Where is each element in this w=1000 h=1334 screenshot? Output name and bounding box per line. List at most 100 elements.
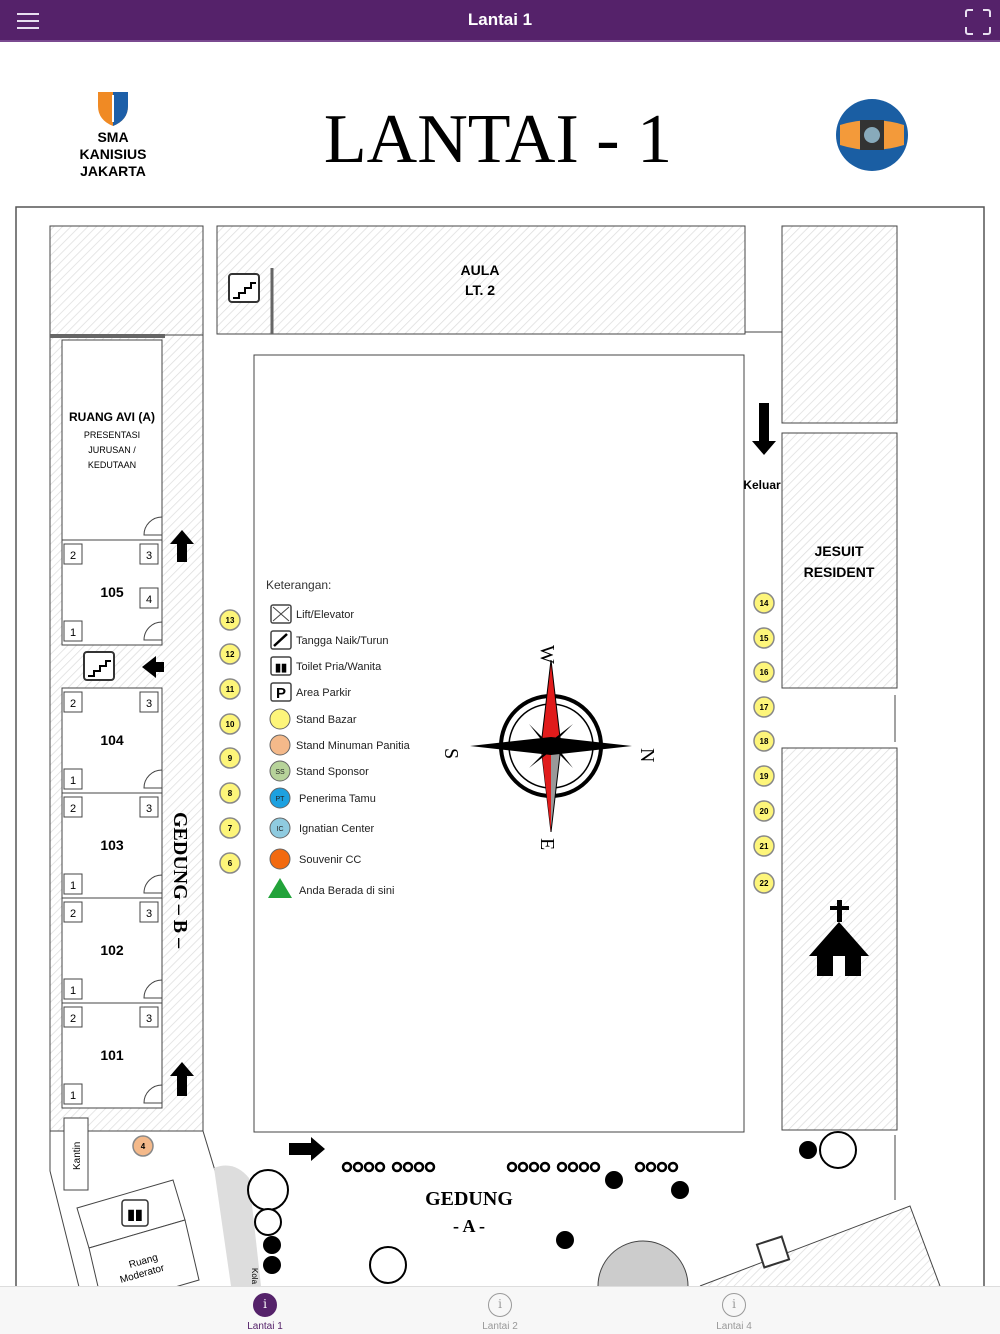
elevator-icon: [755, 1235, 791, 1269]
info-icon: i: [253, 1293, 277, 1317]
compass-rose: W N E S: [440, 645, 658, 850]
room-label: JESUIT: [814, 543, 863, 559]
toilet-icon: ▮▮: [121, 1199, 149, 1227]
legend-badge: SS: [275, 769, 285, 776]
stand-marker[interactable]: 10: [219, 713, 241, 735]
stand-marker[interactable]: 15: [753, 627, 775, 649]
door-number: 3: [146, 908, 152, 920]
room-number: 105: [100, 584, 124, 600]
stand-marker[interactable]: 18: [753, 730, 775, 752]
stairs-icon: [83, 651, 115, 681]
legend-item: Stand Bazar: [269, 708, 357, 730]
room-number: 104: [100, 732, 124, 748]
stand-number: 7: [228, 824, 233, 833]
legend-label: Stand Minuman Panitia: [296, 740, 411, 752]
arrow-left-icon: [142, 656, 164, 678]
parking-icon: P: [270, 682, 292, 702]
room-avi[interactable]: RUANG AVI (A) PRESENTASI JURUSAN / KEDUT…: [61, 339, 163, 541]
legend-item: Stand Minuman Panitia: [269, 734, 411, 756]
room-sublabel: PRESENTASI: [84, 430, 140, 440]
legend-swatch: [269, 817, 291, 839]
tab-label: Lantai 2: [482, 1321, 518, 1332]
stand-marker[interactable]: 4: [132, 1135, 154, 1157]
room-jesuit-resident[interactable]: JESUIT RESIDENT: [781, 432, 898, 689]
room-label: RUANG AVI (A): [69, 410, 155, 424]
stand-marker[interactable]: 14: [753, 592, 775, 614]
legend-item: ▮▮Toilet Pria/Wanita: [270, 656, 382, 676]
stand-marker[interactable]: 9: [219, 747, 241, 769]
stand-marker[interactable]: 19: [753, 765, 775, 787]
room-sublabel: JURUSAN /: [88, 445, 136, 455]
legend-item: Lift/Elevator: [270, 604, 354, 624]
stand-marker[interactable]: 20: [753, 800, 775, 822]
school-logo: SMA KANISIUS JAKARTA: [80, 92, 146, 179]
info-icon: i: [722, 1293, 746, 1317]
stand-number: 4: [141, 1142, 146, 1151]
door-number: 1: [70, 1090, 76, 1102]
legend-title: Keterangan:: [266, 578, 331, 592]
logo-text: SMA: [97, 129, 128, 145]
stand-marker[interactable]: 17: [753, 696, 775, 718]
legend-label: Stand Sponsor: [296, 766, 369, 778]
room-moderator[interactable]: Ruang Moderator: [76, 1179, 200, 1286]
fullscreen-icon[interactable]: [965, 9, 991, 35]
door-number: 2: [70, 803, 76, 815]
stand-marker[interactable]: 13: [219, 609, 241, 631]
stand-marker[interactable]: 6: [219, 852, 241, 874]
room-label: Kantin: [72, 1142, 83, 1170]
tab-label: Lantai 1: [247, 1321, 283, 1332]
triangle-marker-icon: [268, 878, 292, 898]
app-bar: Lantai 1: [0, 0, 1000, 42]
svg-text:▮▮: ▮▮: [127, 1206, 142, 1222]
legend-swatch: [269, 848, 291, 870]
legend-label: Stand Bazar: [296, 714, 357, 726]
compass-w: W: [536, 645, 558, 664]
room-aula[interactable]: AULA LT. 2: [216, 225, 746, 335]
arrow-up-icon: [170, 1062, 194, 1096]
gedung-b-label: GEDUNG – B –: [169, 812, 191, 949]
compass-s: S: [440, 748, 462, 759]
legend-badge: IC: [277, 826, 284, 833]
door-number: 1: [70, 775, 76, 787]
stand-number: 10: [226, 720, 235, 729]
stand-marker[interactable]: 11: [219, 678, 241, 700]
room-kantin[interactable]: Kantin: [63, 1117, 89, 1191]
arrow-right-icon: [289, 1137, 325, 1161]
stand-number: 8: [228, 789, 233, 798]
room-number: 101: [100, 1047, 124, 1063]
stand-number: 17: [760, 703, 769, 712]
stand-number: 21: [760, 842, 769, 851]
door-number: 3: [146, 1013, 152, 1025]
legend-label: Tangga Naik/Turun: [296, 635, 389, 647]
logo-text: JAKARTA: [80, 163, 146, 179]
stand-number: 6: [228, 859, 233, 868]
stand-marker[interactable]: 16: [753, 661, 775, 683]
stand-marker[interactable]: 8: [219, 782, 241, 804]
room-number: 102: [100, 942, 124, 958]
stand-number: 18: [760, 737, 769, 746]
stand-marker[interactable]: 7: [219, 817, 241, 839]
hamburger-icon[interactable]: [17, 13, 39, 29]
stand-number: 22: [760, 879, 769, 888]
stand-marker[interactable]: 12: [219, 643, 241, 665]
elevator-icon: [270, 604, 292, 624]
room-sublabel: KEDUTAAN: [88, 460, 136, 470]
floor-map[interactable]: SMA KANISIUS JAKARTA LANTAI - 1 RUANG AV…: [0, 44, 1000, 1286]
stand-marker[interactable]: 21: [753, 835, 775, 857]
stand-marker[interactable]: 22: [753, 872, 775, 894]
room-number: 103: [100, 837, 124, 853]
legend-label: Penerima Tamu: [299, 793, 376, 805]
map-heading: LANTAI - 1: [324, 101, 672, 178]
svg-text:▮▮: ▮▮: [275, 662, 287, 674]
legend-label: Lift/Elevator: [296, 609, 354, 621]
